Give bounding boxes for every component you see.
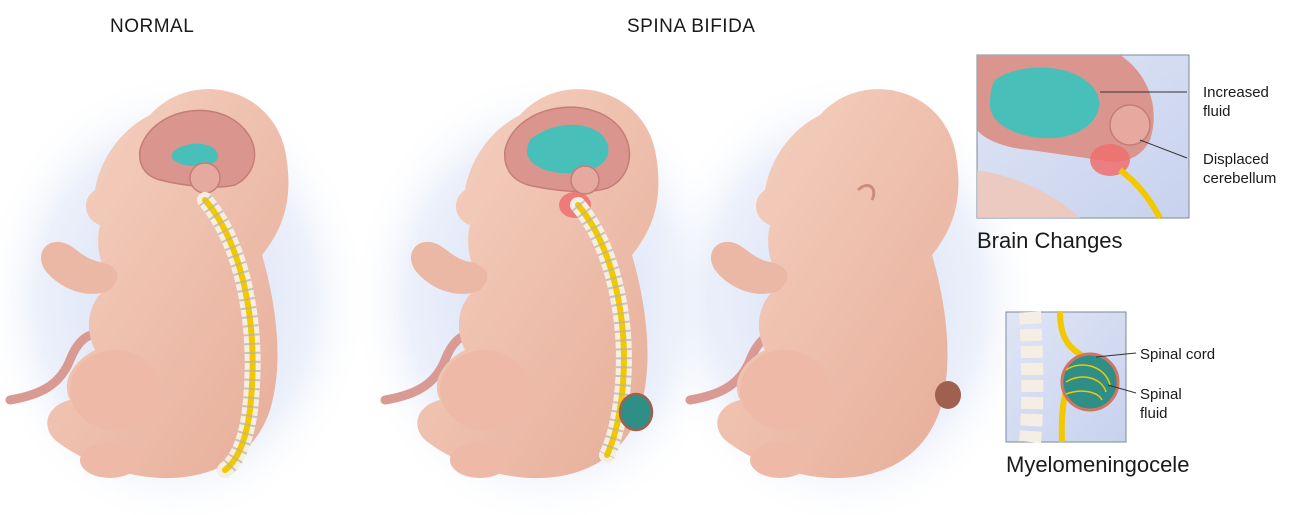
callout-spinal-fluid-line1: Spinal <box>1140 385 1182 404</box>
cerebellum-normal <box>190 163 220 193</box>
heading-spina-bifida: SPINA BIFIDA <box>627 16 755 38</box>
caption-brain-changes: Brain Changes <box>977 228 1123 254</box>
cerebellum-spina-bifida <box>571 166 599 194</box>
caption-myelomeningocele: Myelomeningocele <box>1006 452 1189 478</box>
inset-brain-changes <box>977 55 1189 218</box>
callout-displaced-cerebellum-line2: cerebellum <box>1203 169 1276 188</box>
callout-displaced-cerebellum-line1: Displaced <box>1203 150 1276 169</box>
callout-spinal-cord: Spinal cord <box>1140 345 1215 364</box>
inset-myelomeningocele <box>1006 312 1136 442</box>
callout-displaced-cerebellum: Displaced cerebellum <box>1203 150 1276 188</box>
callout-spinal-fluid: Spinal fluid <box>1140 385 1182 423</box>
inset-cerebellum <box>1110 105 1150 145</box>
knee-normal <box>70 350 160 430</box>
foot-spina-bifida <box>450 442 510 478</box>
callout-increased-fluid-line2: fluid <box>1203 102 1269 121</box>
callout-increased-fluid-line1: Increased <box>1203 83 1269 102</box>
heading-normal: NORMAL <box>110 16 194 38</box>
myelomeningocele-sac-exterior <box>935 381 961 409</box>
knee-exterior <box>740 350 830 430</box>
foot-normal <box>80 442 140 478</box>
callout-increased-fluid: Increased fluid <box>1203 83 1269 121</box>
knee-spina-bifida <box>440 350 530 430</box>
myelomeningocele-sac-cutaway <box>620 394 652 430</box>
foot-exterior <box>750 442 810 478</box>
fetus-normal <box>0 70 370 515</box>
callout-spinal-fluid-line2: fluid <box>1140 404 1182 423</box>
